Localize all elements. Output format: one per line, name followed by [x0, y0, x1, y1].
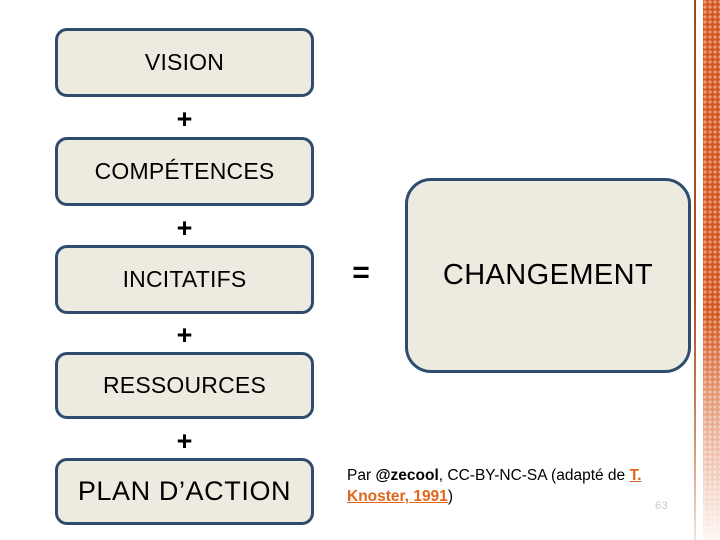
equation-result-changement: CHANGEMENT [405, 178, 691, 373]
equation-term-competences: COMPÉTENCES [55, 137, 314, 206]
equals-operator: = [352, 256, 370, 289]
plus-operator-4: + [176, 426, 193, 456]
source-link[interactable]: T. Knoster, 1991 [347, 467, 642, 505]
attribution-caption: Par @zecool, CC-BY-NC-SA (adapté de T. K… [347, 466, 677, 508]
caption-author: @zecool [375, 467, 439, 484]
caption-prefix: Par [347, 467, 376, 484]
edge-accent-band-decoration [703, 0, 720, 540]
edge-rule-decoration [694, 0, 696, 540]
equation-term-plan-d-action: PLAN D’ACTION [55, 458, 314, 525]
plus-operator-3: + [176, 320, 193, 350]
equation-term-incitatifs: INCITATIFS [55, 245, 314, 314]
plus-operator-1: + [176, 104, 193, 134]
equation-term-vision: VISION [55, 28, 314, 97]
plus-operator-2: + [176, 213, 193, 243]
equation-term-ressources: RESSOURCES [55, 352, 314, 419]
caption-license: , CC-BY-NC-SA (adapté de [438, 467, 630, 484]
caption-suffix: ) [447, 487, 453, 505]
page-number: 63 [655, 500, 669, 512]
